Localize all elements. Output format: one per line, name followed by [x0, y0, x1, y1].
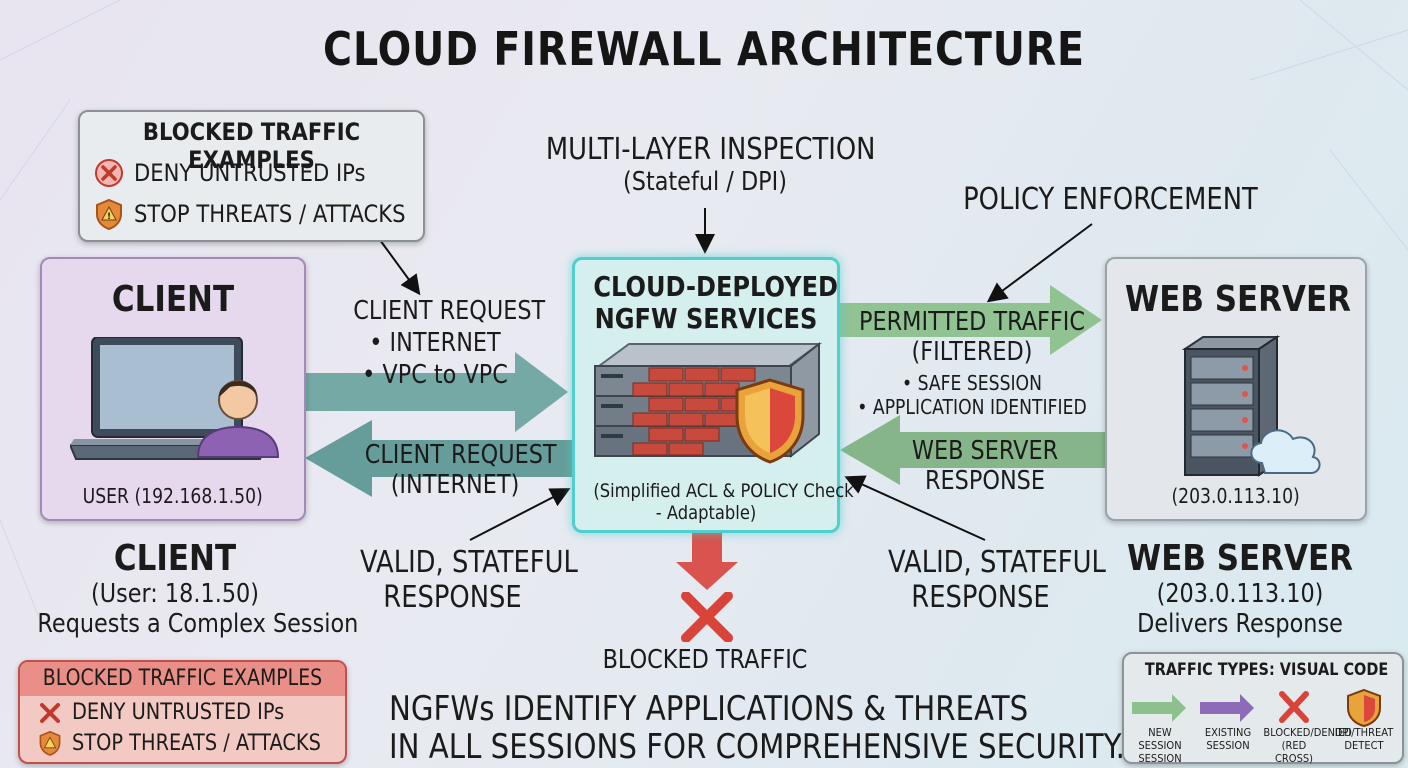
client-box-title: CLIENT [111, 279, 235, 320]
server-below-title: WEB SERVER [1127, 538, 1353, 579]
legend-heading: TRAFFIC TYPES: VISUAL CODE [1144, 660, 1389, 680]
legend-existing-line1: EXISTING [1204, 726, 1252, 739]
permitted-line2: (FILTERED) [911, 337, 1033, 367]
bottom-stop-row: STOP THREATS / ATTACKS [38, 730, 355, 756]
bottom-deny-text: DENY UNTRUSTED IPs [72, 700, 285, 725]
valid-response-right: VALID, STATEFUL RESPONSE [873, 545, 1106, 615]
inspection-line2: (Stateful / DPI) [623, 167, 787, 197]
legend-dpi-line2: DETECT [1344, 739, 1384, 752]
server-below-line2: Delivers Response [1137, 609, 1343, 639]
blocked-down-arrow [676, 530, 738, 590]
legend-symbols [1132, 688, 1381, 728]
ngfw-title-line1: CLOUD-DEPLOYED [593, 270, 839, 303]
legend-blocked-line2: (RED CROSS) [1274, 739, 1314, 765]
client-response-line2: (INTERNET) [390, 470, 520, 500]
ngfw-caption-line1: (Simplified ACL & POLICY Check [593, 480, 854, 502]
stop-threats-row: ! STOP THREATS / ATTACKS [94, 198, 443, 230]
client-response-line1: CLIENT REQUEST [364, 440, 557, 470]
deny-x-icon [95, 159, 123, 187]
legend-new-line1: NEW SESSION [1138, 726, 1182, 752]
legend-dpi-shield-icon [1347, 688, 1381, 728]
blocked-traffic-examples-panel-bottom: BLOCKED TRAFFIC EXAMPLES DENY UNTRUSTED … [18, 660, 347, 764]
legend-existing-session: EXISTING SESSION [1197, 726, 1258, 752]
valid-right-line1: VALID, STATEFUL [888, 545, 1106, 580]
legend-dpi: DPI/THREAT DETECT [1333, 726, 1394, 752]
permitted-item-app: • APPLICATION IDENTIFIED [857, 395, 1087, 419]
client-request-title: CLIENT REQUEST [353, 296, 546, 326]
permitted-traffic-label: PERMITTED TRAFFIC (FILTERED) • SAFE SESS… [838, 307, 1106, 419]
deny-untrusted-text: DENY UNTRUSTED IPs [134, 159, 366, 187]
blocked-traffic-label: BLOCKED TRAFFIC [602, 645, 808, 675]
request-item-vpc: • VPC to VPC [362, 360, 508, 390]
blocked-examples-heading: BLOCKED TRAFFIC EXAMPLES [142, 118, 361, 174]
client-request-arrow [303, 352, 568, 432]
server-response-arrow [840, 415, 1105, 485]
valid-left-line1: VALID, STATEFUL [360, 545, 578, 580]
warning-shield-icon: ! [96, 198, 122, 230]
server-description: WEB SERVER (203.0.113.10) Delivers Respo… [1080, 538, 1400, 639]
ngfw-caption-line2: - Adaptable) [655, 502, 757, 524]
server-box-title: WEB SERVER [1125, 279, 1351, 320]
request-item-internet: • INTERNET [369, 328, 501, 358]
inspection-label: MULTI-LAYER INSPECTION (Stateful / DPI) [520, 132, 890, 197]
permitted-traffic-arrow [836, 285, 1102, 355]
page-title: CLOUD FIREWALL ARCHITECTURE [323, 22, 1085, 76]
legend-new-line2: SESSION [1138, 752, 1182, 765]
client-below-line1: (User: 18.1.50) [90, 579, 259, 609]
traffic-legend: TRAFFIC TYPES: VISUAL CODE NEW SESSION S… [1122, 652, 1404, 765]
footer-line2: IN ALL SESSIONS FOR COMPREHENSIVE SECURI… [389, 727, 1125, 767]
legend-existing-line2: SESSION [1206, 739, 1250, 752]
server-response-label: WEB SERVER RESPONSE [880, 436, 1090, 496]
inspection-line1: MULTI-LAYER INSPECTION [545, 132, 876, 167]
client-description: CLIENT (User: 18.1.50) Requests a Comple… [15, 538, 359, 639]
valid-response-left: VALID, STATEFUL RESPONSE [345, 545, 578, 615]
valid-right-line2: RESPONSE [911, 580, 1050, 615]
deny-untrusted-row: DENY UNTRUSTED IPs [94, 158, 397, 188]
client-response-label: CLIENT REQUEST (INTERNET) [350, 440, 560, 500]
legend-dpi-line1: DPI/THREAT [1334, 726, 1394, 739]
server-below-line1: (203.0.113.10) [1156, 579, 1324, 609]
stop-threats-text: STOP THREATS / ATTACKS [134, 200, 406, 228]
blocked-bottom-heading: BLOCKED TRAFFIC EXAMPLES [20, 662, 345, 696]
ngfw-title-line2: NGFW SERVICES [594, 302, 818, 335]
web-server-box: WEB SERVER (203.0.113.10) [1105, 257, 1367, 521]
policy-enforcement-label: POLICY ENFORCEMENT [963, 182, 1258, 217]
server-ip-caption: (203.0.113.10) [1171, 484, 1301, 508]
permitted-line1: PERMITTED TRAFFIC [859, 307, 1085, 337]
bottom-deny-row: DENY UNTRUSTED IPs [38, 700, 313, 725]
server-response-line1: WEB SERVER [911, 436, 1059, 466]
client-below-line2: Requests a Complex Session [37, 609, 359, 639]
warning-shield-icon [39, 730, 61, 756]
blocked-traffic-examples-panel: BLOCKED TRAFFIC EXAMPLES DENY UNTRUSTED … [78, 110, 425, 242]
blocked-cross-icon [681, 592, 733, 642]
laptop-user-icon [70, 337, 280, 460]
legend-blocked: BLOCKED/DENIED (RED CROSS) [1263, 726, 1352, 765]
legend-blocked-line1: BLOCKED/DENIED [1263, 726, 1352, 739]
client-response-arrow [305, 420, 572, 497]
footer-line1: NGFWs IDENTIFY APPLICATIONS & THREATS [389, 689, 1029, 729]
server-response-line2: RESPONSE [925, 466, 1045, 496]
valid-left-line2: RESPONSE [383, 580, 522, 615]
legend-blocked-cross [1279, 691, 1309, 723]
blocked-bottom-heading-text: BLOCKED TRAFFIC EXAMPLES [42, 666, 323, 691]
legend-existing-session-arrow [1200, 694, 1254, 722]
server-rack-icon [1181, 335, 1321, 477]
client-box: CLIENT USER (192.168.1.50) [40, 257, 306, 521]
permitted-item-safe: • SAFE SESSION [902, 371, 1042, 395]
ngfw-services-box: CLOUD-DEPLOYED NGFW SERVICES (Simplified… [572, 257, 854, 533]
legend-new-session-arrow [1132, 694, 1186, 722]
deny-x-icon [40, 702, 60, 723]
client-below-title: CLIENT [113, 538, 237, 579]
security-shield-icon [735, 378, 805, 464]
svg-text:!: ! [107, 212, 111, 222]
client-request-label: CLIENT REQUEST • INTERNET • VPC to VPC [340, 296, 546, 390]
client-ip-caption: USER (192.168.1.50) [82, 484, 264, 508]
legend-new-session: NEW SESSION SESSION [1129, 726, 1190, 765]
footer-statement: NGFWs IDENTIFY APPLICATIONS & THREATS IN… [340, 689, 1125, 767]
bottom-stop-text: STOP THREATS / ATTACKS [72, 730, 321, 756]
